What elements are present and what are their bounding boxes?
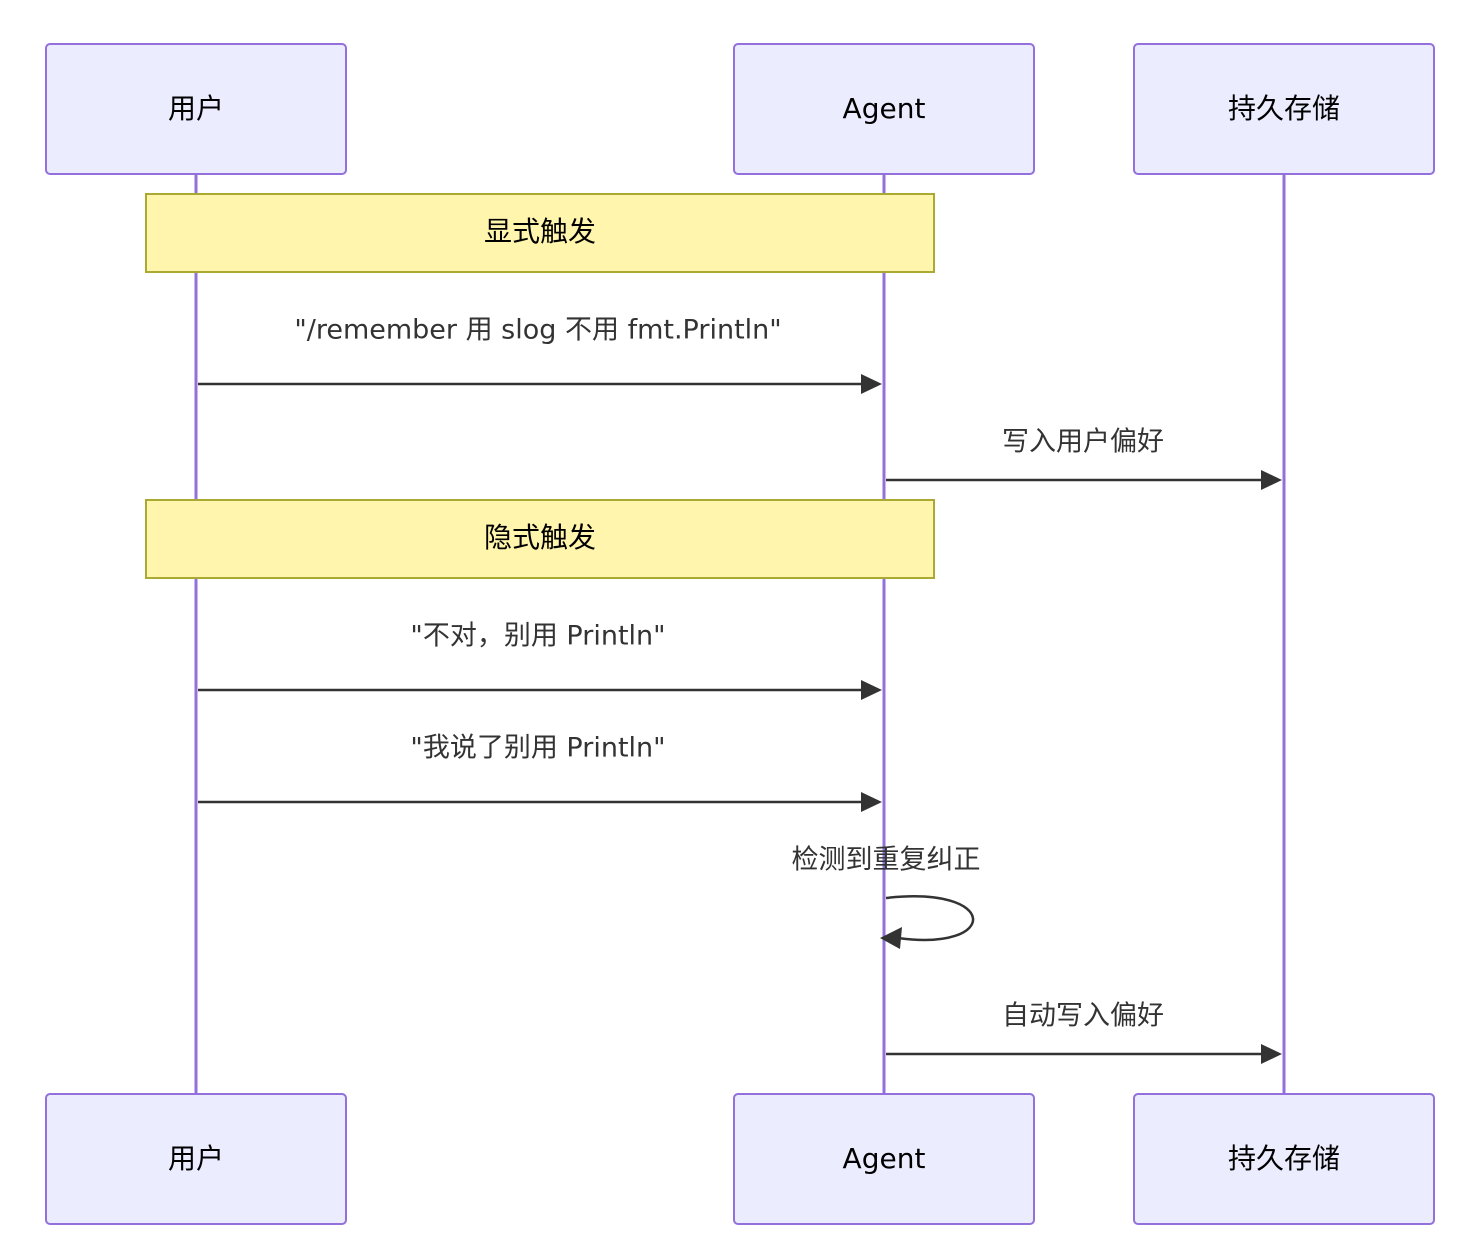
note-box [145, 193, 935, 273]
actor-box [733, 43, 1035, 175]
arrowhead [1261, 1044, 1282, 1064]
arrowhead [1261, 470, 1282, 490]
message-label: "/remember 用 slog 不用 fmt.Println" [294, 315, 781, 346]
message-remember: "/remember 用 slog 不用 fmt.Println" [198, 315, 882, 394]
arrowhead [861, 680, 882, 700]
actor-agent-bottom: Agent [733, 1093, 1035, 1225]
arrowhead [861, 374, 882, 394]
actor-box [1133, 1093, 1435, 1225]
note-label: 隐式触发 [484, 521, 596, 554]
actor-storage-bottom: 持久存储 [1133, 1093, 1435, 1225]
arrowhead [880, 927, 902, 949]
message-label: 自动写入偏好 [1002, 1001, 1164, 1032]
actor-box [1133, 43, 1435, 175]
actor-label: Agent [843, 92, 926, 125]
actor-label: 用户 [168, 92, 224, 125]
actor-user-bottom: 用户 [45, 1093, 347, 1225]
arrowhead [861, 792, 882, 812]
actor-label: 用户 [168, 1142, 224, 1175]
actor-label: Agent [843, 1142, 926, 1175]
actor-box [45, 43, 347, 175]
message-label: 检测到重复纠正 [792, 845, 981, 876]
message-auto-write: 自动写入偏好 [886, 1001, 1282, 1064]
self-loop-line [885, 895, 975, 942]
actor-storage-top: 持久存储 [1133, 43, 1435, 175]
actor-label: 持久存储 [1228, 1142, 1340, 1175]
note-implicit: 隐式触发 [145, 499, 935, 579]
message-label: 写入用户偏好 [1002, 427, 1164, 458]
message-correction-1: "不对，别用 Println" [198, 621, 882, 700]
actor-label: 持久存储 [1228, 92, 1340, 125]
actor-user-top: 用户 [45, 43, 347, 175]
message-label: "我说了别用 Println" [410, 733, 665, 764]
note-label: 显式触发 [484, 215, 596, 248]
actor-box [45, 1093, 347, 1225]
note-box [145, 499, 935, 579]
note-explicit: 显式触发 [145, 193, 935, 273]
actor-agent-top: Agent [733, 43, 1035, 175]
message-label: "不对，别用 Println" [410, 621, 665, 652]
actor-box [733, 1093, 1035, 1225]
message-correction-2: "我说了别用 Println" [198, 733, 882, 812]
message-write-preference: 写入用户偏好 [886, 427, 1282, 490]
message-detect-repeat: 检测到重复纠正 [792, 845, 981, 949]
